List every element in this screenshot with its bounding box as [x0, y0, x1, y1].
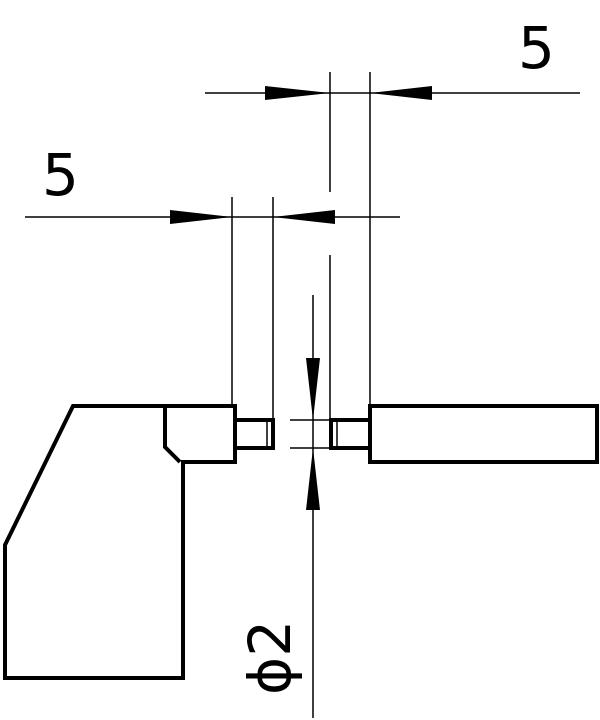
left-dimension: 5 — [25, 141, 400, 420]
left-spindle-tip — [233, 418, 275, 450]
left-dimension-label: 5 — [42, 141, 79, 209]
arrowhead — [273, 210, 335, 224]
diameter-dimension: ϕ2 — [236, 295, 331, 718]
arrowhead — [370, 86, 432, 100]
right-spindle — [329, 404, 599, 464]
micrometer-frame — [2, 404, 237, 680]
top-dimension: 5 — [205, 14, 580, 405]
diameter-label: ϕ2 — [236, 620, 304, 695]
arrowhead — [306, 358, 320, 420]
arrowhead — [170, 210, 232, 224]
top-dimension-label: 5 — [518, 14, 555, 82]
arrowhead — [265, 86, 330, 100]
arrowhead — [306, 448, 320, 510]
